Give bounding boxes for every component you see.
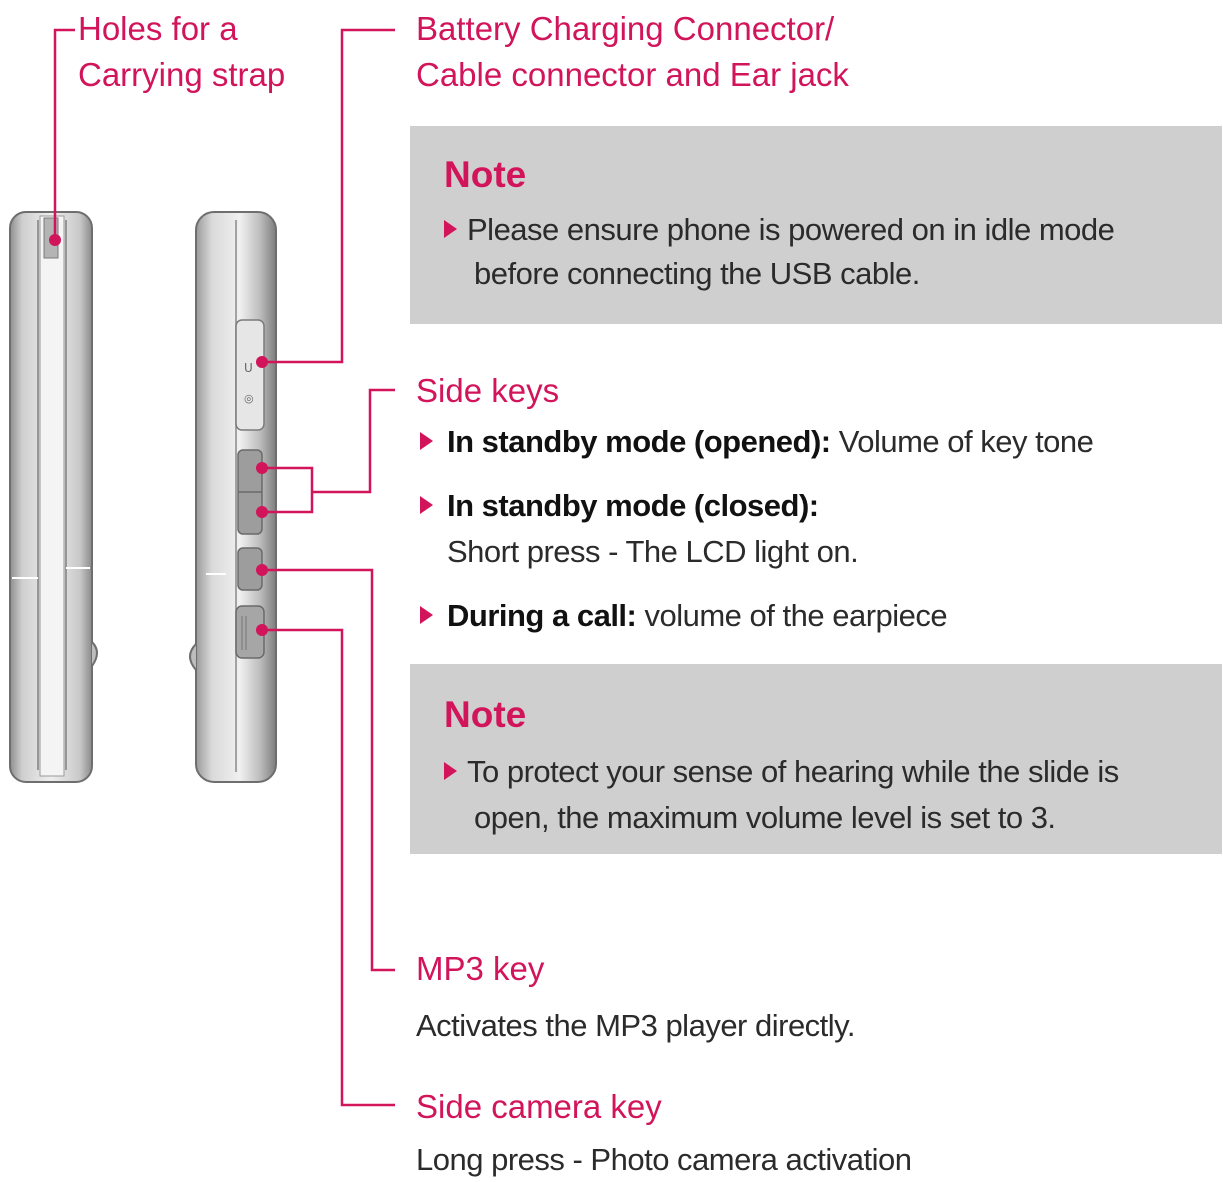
side-keys-item-closed-desc: Short press - The LCD light on. bbox=[447, 534, 859, 569]
note-line: Please ensure phone is powered on in idl… bbox=[444, 208, 1115, 252]
strap-label-line2: Carrying strap bbox=[78, 56, 286, 93]
note-title: Note bbox=[444, 154, 527, 195]
note-text-cont: open, the maximum volume level is set to… bbox=[474, 800, 1056, 835]
mp3-key-label: MP3 key bbox=[416, 950, 545, 987]
bullet-arrow-icon bbox=[444, 761, 457, 780]
svg-text:◎: ◎ bbox=[244, 392, 254, 405]
bullet-arrow-icon bbox=[444, 219, 457, 238]
note-line: To protect your sense of hearing while t… bbox=[444, 750, 1119, 794]
mp3-key-description: Activates the MP3 player directly. bbox=[416, 1008, 856, 1043]
bullet-arrow-icon bbox=[420, 605, 433, 624]
side-keys-item-closed: In standby mode (closed): bbox=[420, 484, 819, 528]
leader-dots bbox=[49, 234, 268, 636]
item-text: volume of the earpiece bbox=[636, 598, 948, 633]
battery-connector-label: Battery Charging Connector/ Cable connec… bbox=[416, 6, 849, 98]
camera-key-description: Long press - Photo camera activation bbox=[416, 1142, 912, 1177]
phone-left-side-view bbox=[9, 211, 98, 783]
phone-right-side-view: U ◎ bbox=[189, 211, 277, 783]
bullet-arrow-icon bbox=[420, 495, 433, 514]
side-keys-item-opened: In standby mode (opened): Volume of key … bbox=[420, 420, 1094, 464]
note-title: Note bbox=[444, 694, 527, 735]
item-text: Volume of key tone bbox=[830, 424, 1094, 459]
strap-label: Holes for a Carrying strap bbox=[78, 6, 285, 98]
item-bold: During a call: bbox=[447, 598, 637, 633]
strap-label-line1: Holes for a bbox=[78, 10, 238, 47]
leader-lines bbox=[53, 28, 395, 1107]
battery-connector-label-line1: Battery Charging Connector/ bbox=[416, 10, 835, 47]
note-text: To protect your sense of hearing while t… bbox=[467, 754, 1119, 789]
battery-connector-label-line2: Cable connector and Ear jack bbox=[416, 56, 849, 93]
item-bold: In standby mode (opened): bbox=[447, 424, 831, 459]
note-box-usb: Note Please ensure phone is powered on i… bbox=[410, 126, 1222, 324]
note-text: Please ensure phone is powered on in idl… bbox=[467, 212, 1115, 247]
side-keys-label: Side keys bbox=[416, 372, 560, 409]
svg-text:U: U bbox=[244, 361, 253, 375]
camera-key-label: Side camera key bbox=[416, 1088, 662, 1125]
bullet-arrow-icon bbox=[420, 431, 433, 450]
note-box-volume: Note To protect your sense of hearing wh… bbox=[410, 664, 1222, 854]
item-bold: In standby mode (closed): bbox=[447, 488, 819, 523]
note-text-cont: before connecting the USB cable. bbox=[474, 256, 920, 291]
side-keys-item-call: During a call: volume of the earpiece bbox=[420, 594, 948, 638]
